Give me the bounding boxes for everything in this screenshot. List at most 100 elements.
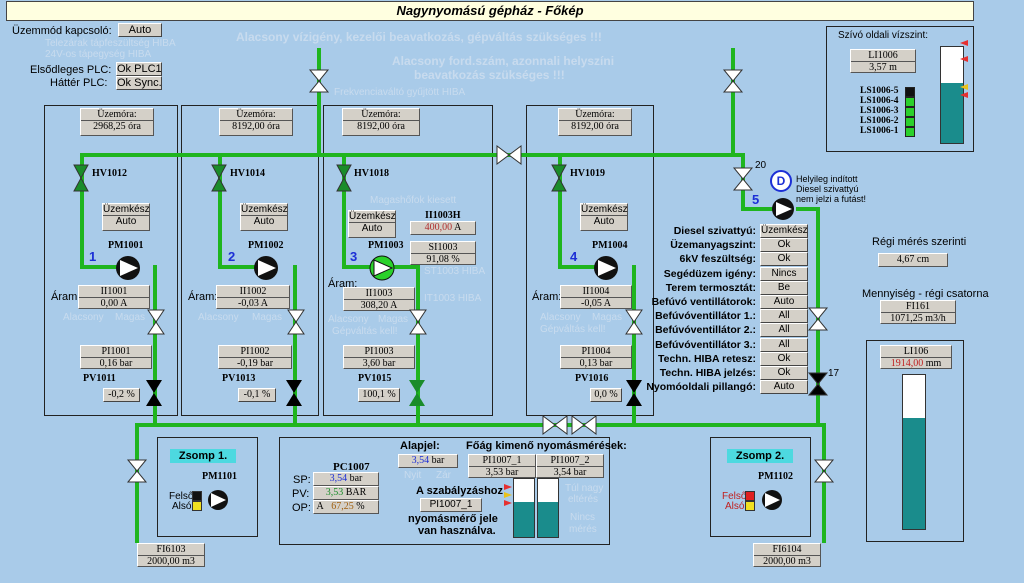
pc-sp-value[interactable]: 3,54 bar <box>313 472 379 486</box>
pipe-diesel-h <box>741 207 777 211</box>
li106-tank-fill <box>903 418 925 529</box>
pc-pv-label: PV: <box>292 488 310 500</box>
p2-pump-icon[interactable] <box>252 254 280 282</box>
diesel-row-label: Diesel szivattyú: <box>673 225 756 237</box>
pc-setpoint-value[interactable]: 3,54 bar <box>398 454 458 468</box>
suction-level-title: Szívó oldali vízszint: <box>838 30 929 41</box>
pc-pv-value: 3,53 BAR <box>313 486 379 500</box>
diesel-row-value[interactable]: Üzemkész <box>760 224 808 238</box>
outlet-right <box>822 423 826 543</box>
pipe-p3-h2 <box>394 265 418 269</box>
p4-pv-value[interactable]: 0,0 % <box>590 388 622 402</box>
pipe-p3-suction <box>342 155 346 267</box>
p4-hv-valve-icon[interactable] <box>551 164 567 192</box>
primary-plc-value[interactable]: Ok PLC1 <box>116 62 162 76</box>
diesel-row-value[interactable]: Ok <box>760 351 808 366</box>
sump-2-lower-label: Alsó <box>725 501 745 512</box>
header-valve-icon[interactable] <box>496 145 522 165</box>
diesel-suction-valve-icon[interactable] <box>732 167 754 191</box>
p1-pv-value[interactable]: -0,2 % <box>103 388 140 402</box>
pc-op-value[interactable]: A 67,25 % <box>313 500 379 514</box>
p1-ghost-low: Alacsony <box>63 312 104 323</box>
p1-control-valve-icon[interactable] <box>146 380 162 406</box>
level-switch-label: LS1006-5 <box>860 86 899 96</box>
sump-1-lower-label: Alsó <box>172 501 192 512</box>
p2-check-valve-icon <box>287 309 305 335</box>
p4-current: II1004-0,05 A <box>560 285 632 309</box>
p3-ghost-swap: Gépváltás kell! <box>332 326 398 337</box>
p2-pv-value[interactable]: -0,1 % <box>238 388 276 402</box>
level-switch-indicator <box>905 87 915 97</box>
ghost-power-alarm: Telezárak tápfeszültség HIBA <box>45 38 176 49</box>
sump-2-lower-indicator <box>745 501 755 511</box>
p4-pump-icon[interactable] <box>592 254 620 282</box>
p2-hv-valve-icon[interactable] <box>211 164 227 192</box>
primary-plc-label: Elsődleges PLC: <box>30 64 112 76</box>
p4-control-valve-icon[interactable] <box>626 380 642 406</box>
p1-name: PM1001 <box>108 240 144 251</box>
level-switch-indicator <box>905 107 915 117</box>
diesel-row-value[interactable]: All <box>760 323 808 338</box>
outlet-valve-right-icon[interactable] <box>813 459 835 483</box>
sump-2-pump-icon[interactable] <box>760 488 784 512</box>
p3-h-value: 400,00 A <box>410 221 476 235</box>
p3-pv-value[interactable]: 100,1 % <box>358 388 400 402</box>
p2-current: II1002-0,03 A <box>216 285 290 309</box>
diesel-valve-number: 20 <box>755 160 767 171</box>
p3-pump-icon[interactable] <box>368 254 396 282</box>
pipe-p3-h <box>342 265 372 269</box>
diesel-row-value[interactable]: All <box>760 309 808 324</box>
p2-current-label: Áram: <box>188 291 218 303</box>
p1-hv-valve-icon[interactable] <box>73 164 89 192</box>
level-switch-label: LS1006-4 <box>860 96 899 106</box>
diesel-row-value[interactable]: All <box>760 337 808 352</box>
diesel-row-value[interactable]: Ok <box>760 252 808 267</box>
pc-ghost-open: Nyit <box>404 470 422 481</box>
p3-hv-valve-icon[interactable] <box>336 164 352 192</box>
p3-control-valve-icon[interactable] <box>409 380 425 406</box>
sump-1-pump-icon[interactable] <box>206 488 230 512</box>
p4-name: PM1004 <box>592 240 628 251</box>
p2-control-valve-icon[interactable] <box>286 380 302 406</box>
diesel-pump-icon[interactable] <box>770 196 796 222</box>
pump-1-panel <box>44 105 178 416</box>
diesel-row-value[interactable]: Auto <box>760 295 808 309</box>
pc-bar-1 <box>513 478 535 538</box>
diesel-butterfly-valve-icon[interactable] <box>807 372 829 396</box>
pc-op-label: OP: <box>292 502 311 514</box>
mode-switch-value[interactable]: Auto <box>118 23 162 37</box>
pipe-p1-discharge <box>153 265 157 425</box>
diesel-row-label: Nyomóoldali pillangó: <box>646 381 756 394</box>
inlet-valve-1-icon[interactable] <box>308 69 330 93</box>
pc-reg-tag[interactable]: PI1007_1 <box>420 498 482 512</box>
inlet-valve-2-icon[interactable] <box>722 69 744 93</box>
discharge-valve-1-icon[interactable] <box>542 415 568 435</box>
outlet-valve-left-icon[interactable] <box>126 459 148 483</box>
diesel-row-label: 6kV feszültség: <box>679 253 756 266</box>
p1-pump-icon[interactable] <box>114 254 142 282</box>
diesel-row-value[interactable]: Be <box>760 280 808 295</box>
p4-ghost-low: Alacsony <box>540 312 581 323</box>
li106-tank <box>902 374 926 530</box>
diesel-row-value[interactable]: Ok <box>760 366 808 380</box>
diesel-row-value[interactable]: Ok <box>760 238 808 253</box>
discharge-valve-2-icon[interactable] <box>571 415 597 435</box>
diesel-row-value[interactable]: Auto <box>760 380 808 395</box>
diesel-valve-number-2: 17 <box>828 368 840 379</box>
p3-number: 3 <box>350 249 358 264</box>
p3-h-tag: II1003H <box>425 210 461 221</box>
backup-plc-value[interactable]: Ok Sync. <box>116 76 162 90</box>
diesel-check-valve-icon[interactable] <box>807 307 829 331</box>
diesel-row-value[interactable]: Nincs <box>760 266 808 281</box>
header-pipe <box>80 153 745 157</box>
p4-runtime: Üzemóra:8192,00 óra <box>558 108 632 136</box>
pc-main-label: Főág kimenő nyomásmérések: <box>466 440 627 452</box>
